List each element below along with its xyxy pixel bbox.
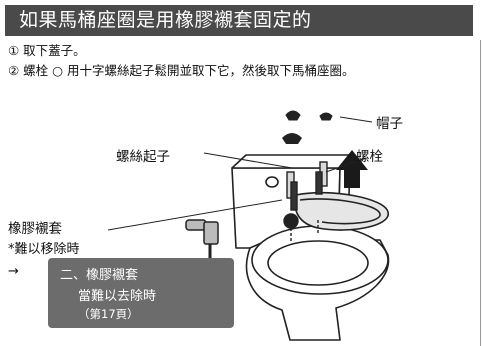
instruction-steps: ① 取下蓋子。 ② 螺栓 ○ 用十字螺絲起子鬆開並取下它，然後取下馬桶座圈。 (8, 41, 355, 81)
cap-right (319, 112, 333, 121)
callout-title: 二、橡膠襯套 (60, 268, 139, 283)
toilet-seat (294, 191, 389, 231)
lift-up-arrow (336, 150, 368, 188)
header-bar: 如果馬桶座圈是用橡膠襯套固定的 (5, 5, 473, 36)
callout-subtitle: 當難以去除時 (78, 289, 157, 304)
cap-left (285, 110, 301, 121)
callout-arrow: → (8, 264, 19, 279)
reference-callout[interactable]: 二、橡膠襯套 當難以去除時 （第17頁） (48, 258, 234, 328)
page-edge-rule (480, 40, 481, 346)
step-1: ① 取下蓋子。 (8, 43, 86, 58)
cap-label: 帽子 (376, 116, 403, 132)
bushing-note: *難以移除時 (8, 242, 80, 257)
screwdriver-tool (282, 133, 302, 144)
screwdriver-label: 螺絲起子 (116, 149, 170, 165)
page-title: 如果馬桶座圈是用橡膠襯套固定的 (19, 9, 312, 31)
callout-page-ref: （第17頁） (78, 307, 139, 321)
step-2: ② 螺栓 ○ 用十字螺絲起子鬆開並取下它，然後取下馬桶座圈。 (8, 63, 355, 78)
bushing-label: 橡膠襯套 (8, 221, 62, 237)
bolt-label: 螺栓 (356, 149, 383, 165)
toilet-illustration (107, 110, 390, 341)
